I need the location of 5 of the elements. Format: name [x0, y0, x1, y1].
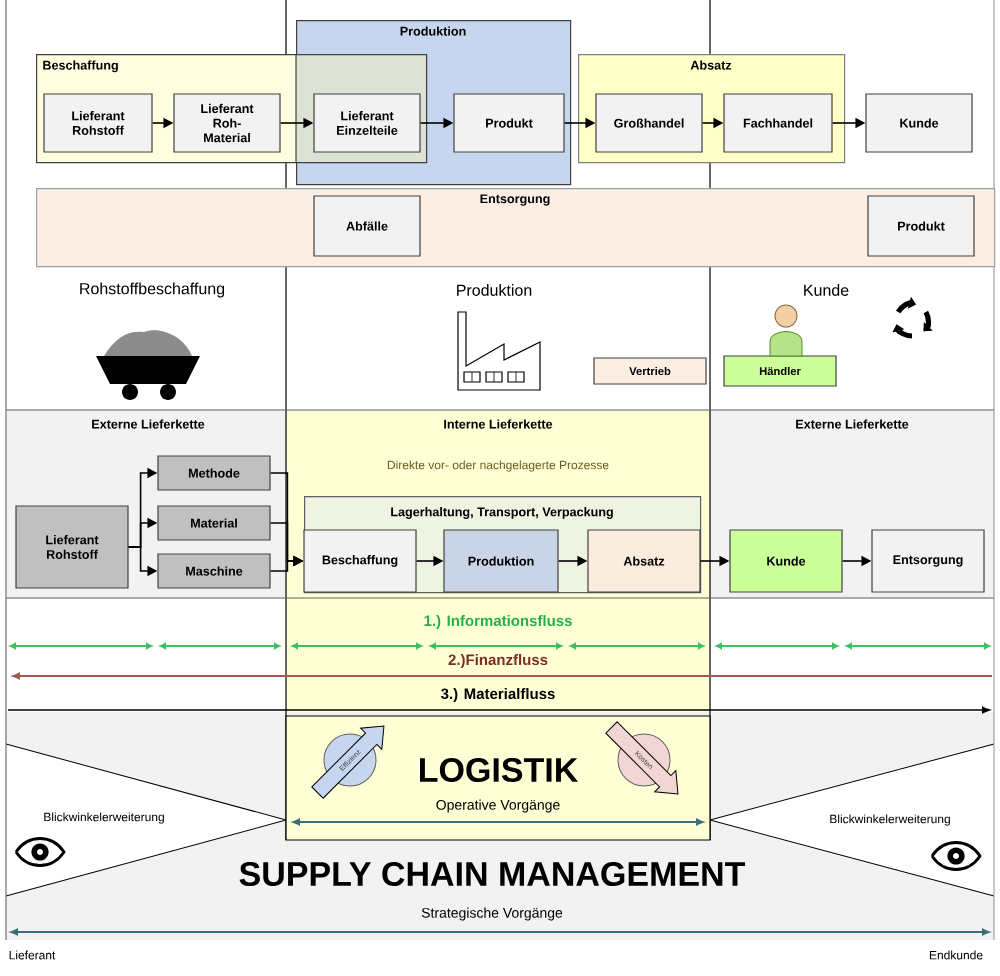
column-heading: Produktion — [457, 284, 532, 296]
title: LOGISTIK — [420, 757, 578, 783]
column-heading: Kunde — [804, 284, 849, 296]
column-heading: Rohstoffbeschaffung — [80, 282, 225, 298]
title: SUPPLY CHAIN MANAGEMENT — [239, 861, 746, 887]
